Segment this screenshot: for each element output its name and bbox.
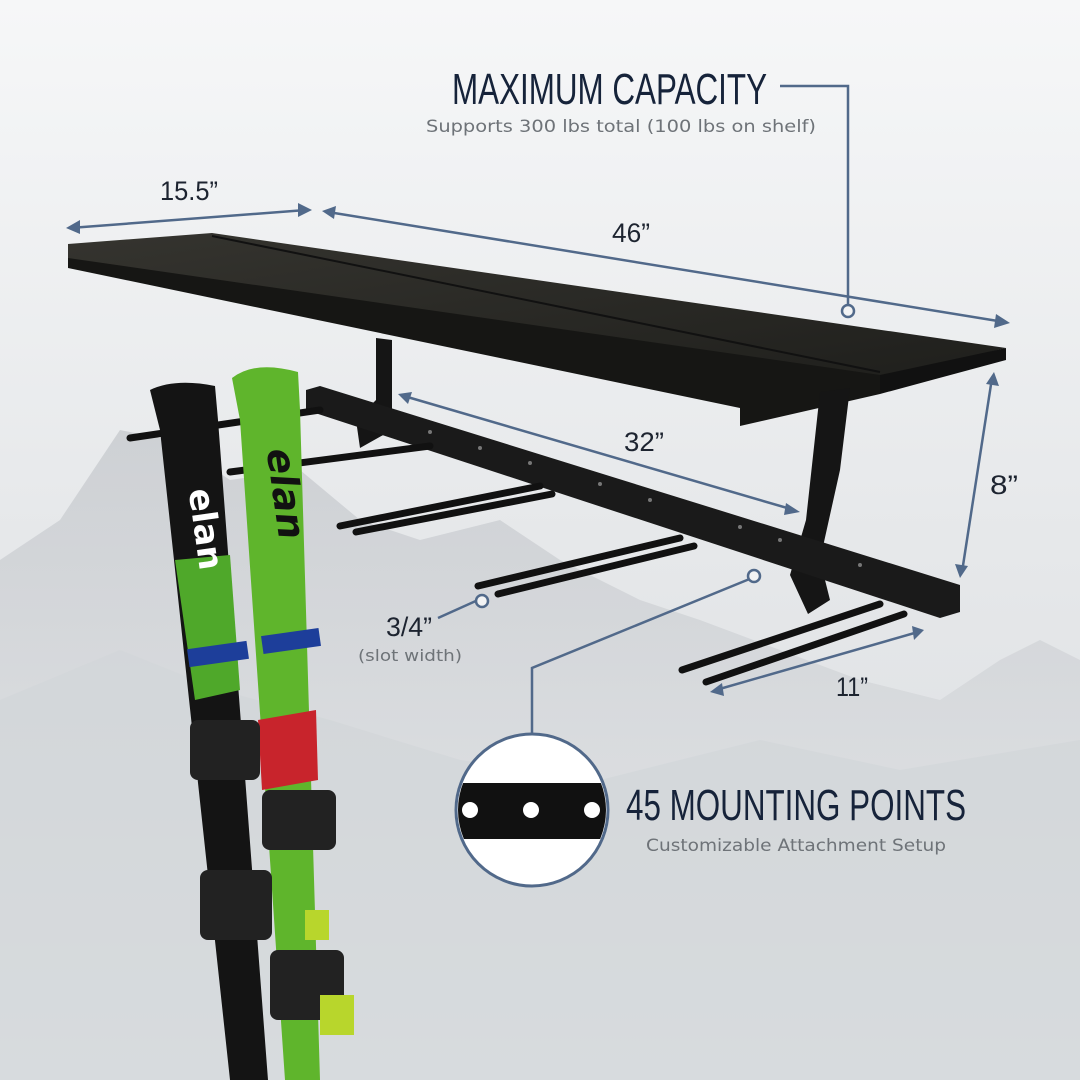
bar-length-arrow xyxy=(403,394,795,512)
shelf-depth-label: 15.5” xyxy=(160,176,218,206)
ski-bindings xyxy=(190,720,354,1035)
spire-strap-left xyxy=(187,640,249,668)
slot-point xyxy=(474,593,490,609)
mounting-holes xyxy=(428,430,862,567)
spire-strap-right xyxy=(261,628,321,654)
height-label: 8” xyxy=(990,470,1018,500)
slot-width-label: 3/4” xyxy=(386,612,432,642)
arrowheads xyxy=(66,203,1010,696)
mounting-point xyxy=(746,568,762,584)
mounting-subtitle: Customizable Attachment Setup xyxy=(646,836,946,856)
shelf-top xyxy=(68,233,1006,378)
arm-length-arrow xyxy=(715,630,919,692)
capacity-point xyxy=(840,303,856,319)
bar-length-label: 32” xyxy=(624,427,664,457)
shelf-seam xyxy=(211,235,881,373)
depth-arrow xyxy=(69,208,307,230)
mounting-detail-magnifier xyxy=(454,732,610,888)
height-arrow xyxy=(960,377,994,573)
mounting-title: 45 MOUNTING POINTS xyxy=(626,781,966,830)
shelf-front-lip xyxy=(68,258,880,426)
ski-green: elan xyxy=(232,367,321,1080)
slot-width-note: (slot width) xyxy=(358,646,462,665)
arm-length-label: 11” xyxy=(836,672,868,702)
width-arrow xyxy=(327,210,1005,324)
capacity-title: MAXIMUM CAPACITY xyxy=(452,65,767,114)
mounting-bar xyxy=(306,386,960,618)
mounting-leader-line xyxy=(530,576,753,735)
capacity-subtitle: Supports 300 lbs total (100 lbs on shelf… xyxy=(426,117,816,137)
shelf-width-label: 46” xyxy=(612,218,650,248)
capacity-leader-line xyxy=(780,84,850,306)
callout-lines xyxy=(69,84,1005,735)
shelf-right-edge xyxy=(880,348,1006,394)
slot-leader-line xyxy=(437,598,479,620)
